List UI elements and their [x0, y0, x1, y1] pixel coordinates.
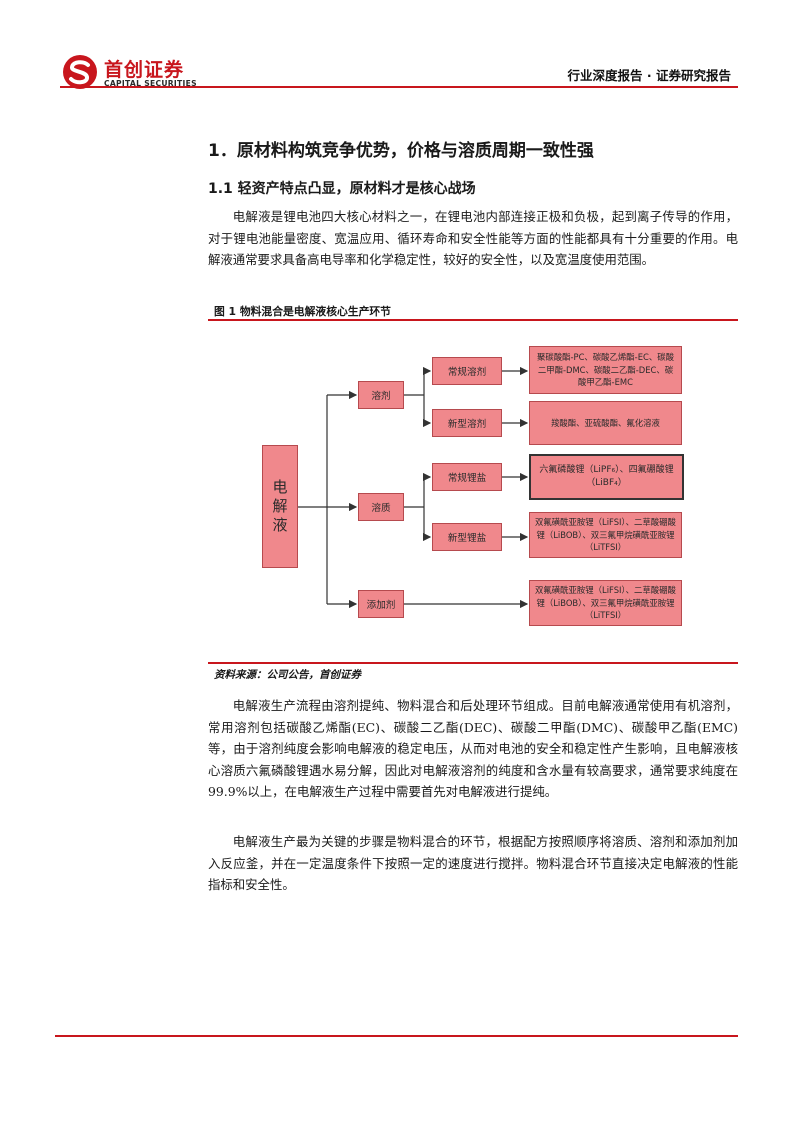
figure-title: 图 1 物料混合是电解液核心生产环节	[214, 305, 391, 318]
node-electrolyte: 电解液	[262, 445, 298, 568]
logo-english-name: CAPITAL SECURITIES	[104, 79, 197, 88]
figure-source: 资料来源：公司公告，首创证券	[214, 669, 361, 681]
leaf-conventional-salts: 六氟磷酸锂（LiPF₆）、四氟硼酸锂（LiBF₄）	[529, 454, 684, 500]
node-new-solvent: 新型溶剂	[432, 409, 502, 437]
logo-chinese-name: 首创证券	[104, 59, 185, 81]
node-solvent: 溶剂	[358, 381, 404, 409]
body-paragraph: 电解液生产流程由溶剂提纯、物料混合和后处理环节组成。目前电解液通常使用有机溶剂，…	[208, 698, 738, 799]
leaf-new-solvents: 羧酸酯、亚硫酸酯、氟化溶液	[529, 401, 682, 445]
capital-securities-logo-icon	[63, 55, 97, 89]
subsection-heading: 1.1 轻资产特点凸显，原材料才是核心战场	[208, 181, 476, 197]
footer-divider	[55, 1035, 738, 1037]
node-additive: 添加剂	[358, 590, 404, 618]
leaf-conventional-solvents: 聚碳酸酯-PC、碳酸乙烯酯-EC、碳酸二甲酯-DMC、碳酸二乙酯-DEC、碳酸甲…	[529, 346, 682, 394]
figure-top-rule	[208, 319, 738, 321]
header-divider	[60, 86, 738, 88]
node-electrolyte-label: 电解液	[272, 478, 288, 534]
figure-bottom-rule	[208, 662, 738, 664]
node-solute: 溶质	[358, 493, 404, 521]
section-heading: 1．原材料构筑竞争优势，价格与溶质周期一致性强	[208, 141, 594, 161]
leaf-additives: 双氟磺酰亚胺锂（LiFSI）、二草酸硼酸锂（LiBOB）、双三氟甲烷磺酰亚胺锂（…	[529, 580, 682, 626]
node-conventional-solvent: 常规溶剂	[432, 357, 502, 385]
body-paragraph: 电解液是锂电池四大核心材料之一，在锂电池内部连接正极和负极，起到离子传导的作用，…	[208, 209, 738, 267]
leaf-new-salts: 双氟磺酰亚胺锂（LiFSI）、二草酸硼酸锂（LiBOB）、双三氟甲烷磺酰亚胺锂（…	[529, 512, 682, 558]
node-conventional-lithium-salt: 常规锂盐	[432, 463, 502, 491]
body-paragraph: 电解液生产最为关键的步骤是物料混合的环节，根据配方按照顺序将溶质、溶剂和添加剂加…	[208, 834, 738, 892]
node-new-lithium-salt: 新型锂盐	[432, 523, 502, 551]
report-type-label: 行业深度报告 · 证券研究报告	[567, 68, 731, 83]
